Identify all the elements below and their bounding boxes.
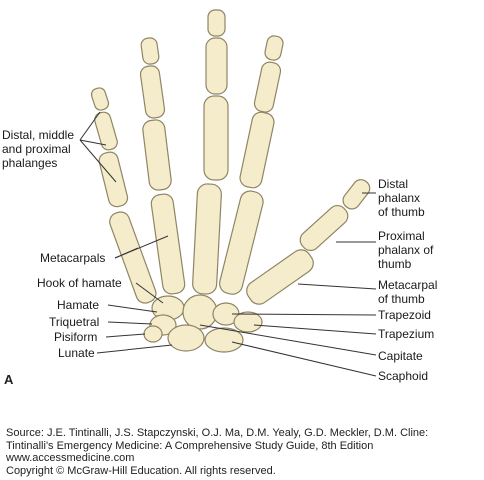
index-middle-phalanx xyxy=(253,61,282,113)
leader-triquetral xyxy=(107,321,153,325)
thumb-proximal-phalanx xyxy=(299,204,349,252)
bones xyxy=(90,9,371,353)
source-citation: Source: J.E. Tintinalli, J.S. Stapczynsk… xyxy=(6,427,482,477)
label-phalanges: Distal, middle and proximal phalanges xyxy=(2,128,75,170)
leader-lunate xyxy=(96,344,173,354)
ring-proximal-phalanx xyxy=(142,119,172,191)
thumb-metacarpal xyxy=(246,249,314,305)
ring-metacarpal xyxy=(150,193,186,295)
label-trapezoid: Trapezoid xyxy=(378,308,431,322)
leader-pisiform xyxy=(105,333,146,338)
pinky-metacarpal xyxy=(109,211,157,304)
label-metacarpal-thumb: Metacarpal of thumb xyxy=(378,278,438,306)
leader-lines xyxy=(79,111,377,377)
leader-trapezium xyxy=(253,324,377,335)
source-line-1: Source: J.E. Tintinalli, J.S. Stapczynsk… xyxy=(6,427,429,439)
index-distal-phalanx xyxy=(264,35,284,61)
label-lunate: Lunate xyxy=(58,346,95,360)
label-capitate: Capitate xyxy=(378,349,423,363)
label-distal-phalanx-thumb: Distal phalanx of thumb xyxy=(378,177,425,219)
hand-bones-drawing xyxy=(79,9,377,377)
middle-metacarpal xyxy=(192,183,222,295)
leader-metacarpals-2 xyxy=(114,235,169,259)
label-proximal-phalanx-thumb: Proximal phalanx of thumb xyxy=(378,229,434,271)
label-scaphoid: Scaphoid xyxy=(378,369,429,383)
label-trapezium: Trapezium xyxy=(378,327,435,341)
label-hamate: Hamate xyxy=(57,298,100,312)
middle-distal-phalanx xyxy=(207,9,226,37)
lunate-bone xyxy=(167,324,205,352)
ring-middle-phalanx xyxy=(139,65,166,119)
leader-capitate xyxy=(199,324,377,356)
leader-phalanges-3 xyxy=(79,139,117,183)
pinky-middle-phalanx xyxy=(94,111,118,151)
hand-skeleton-figure: Distal, middle and proximal phalanges Me… xyxy=(2,9,438,387)
thumb-distal-phalanx xyxy=(342,179,371,210)
index-metacarpal xyxy=(219,190,264,295)
source-line-2: Tintinalli's Emergency Medicine: A Compr… xyxy=(6,439,374,452)
source-line-3: www.accessmedicine.com xyxy=(6,452,135,464)
middle-proximal-phalanx xyxy=(203,95,229,181)
index-proximal-phalanx xyxy=(239,111,275,189)
pinky-distal-phalanx xyxy=(90,87,110,111)
label-metacarpals: Metacarpals xyxy=(40,251,106,265)
panel-letter: A xyxy=(4,372,14,387)
middle-middle-phalanx xyxy=(205,37,228,95)
label-hook-of-hamate: Hook of hamate xyxy=(37,276,122,290)
capitate-bone xyxy=(182,294,218,330)
leader-metacarpal-thumb xyxy=(297,283,377,290)
trapezium-bone xyxy=(233,311,263,333)
label-pisiform: Pisiform xyxy=(54,330,98,344)
leader-phalanges-1 xyxy=(79,111,101,141)
pisiform-bone xyxy=(143,325,163,343)
leader-hamate xyxy=(107,304,158,313)
scaphoid-bone xyxy=(204,327,244,353)
leader-phalanges-2 xyxy=(79,139,107,146)
label-triquetral: Triquetral xyxy=(49,315,100,329)
ring-distal-phalanx xyxy=(140,37,160,65)
leader-trapezoid xyxy=(231,313,377,316)
source-line-4: Copyright © McGraw-Hill Education. All r… xyxy=(6,464,276,477)
leader-scaphoid xyxy=(231,341,377,377)
leader-hook-of-hamate xyxy=(135,282,164,304)
